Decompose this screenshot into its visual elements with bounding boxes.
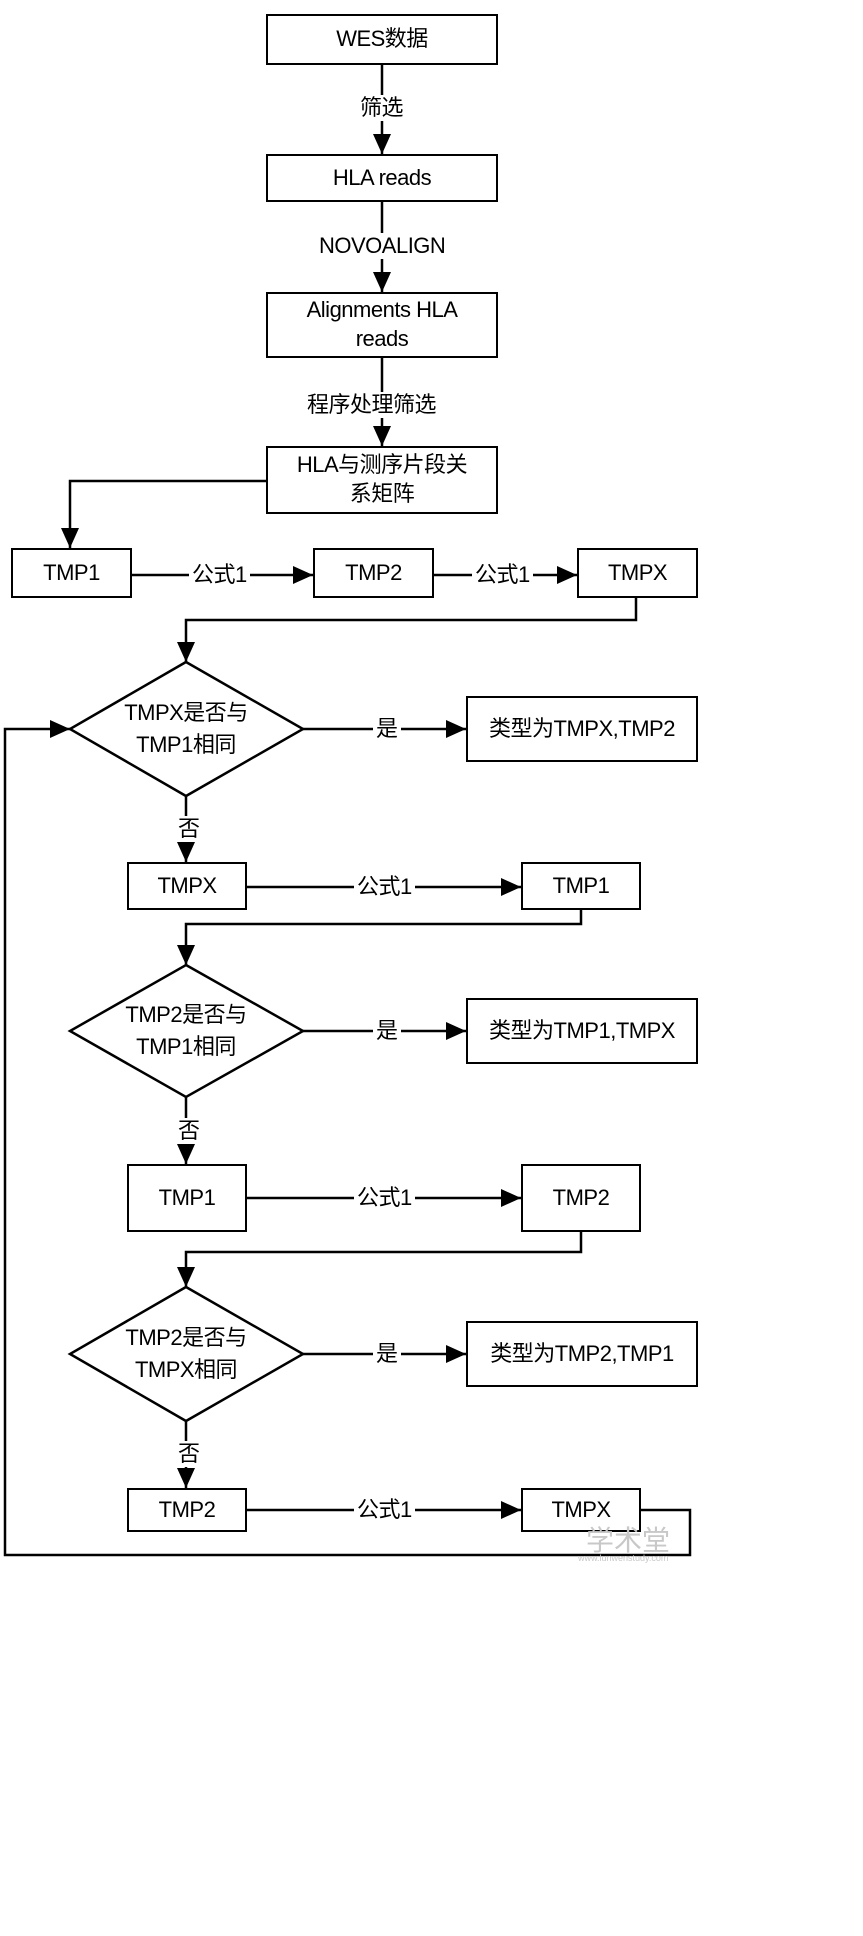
node-r1-tmp1: TMP1: [11, 548, 132, 598]
arrow-r2-tmp1-to-d2: [177, 910, 583, 965]
edge-label-yes-2: 是: [373, 1018, 401, 1044]
node-result-3: 类型为TMP2,TMP1: [466, 1321, 698, 1387]
node-result-2: 类型为TMP1,TMPX: [466, 998, 698, 1064]
arrow-loop-back-to-d1: [3, 720, 692, 1557]
edge-label-novoalign: NOVOALIGN: [316, 233, 449, 259]
node-r1-tmp2: TMP2: [313, 548, 434, 598]
node-result-1: 类型为TMPX,TMP2: [466, 696, 698, 762]
arrow-r1-tmpx-to-d1: [177, 598, 638, 662]
node-wes-data: WES数据: [266, 14, 498, 65]
node-r4-tmpx: TMPX: [521, 1488, 641, 1532]
edge-label-no-3: 否: [175, 1441, 203, 1467]
edge-label-formula-4: 公式1: [354, 1185, 415, 1211]
edge-label-formula-3: 公式1: [354, 874, 415, 900]
node-r2-tmpx: TMPX: [127, 862, 247, 910]
edge-label-yes-3: 是: [373, 1341, 401, 1367]
edge-label-formula-1: 公式1: [189, 562, 250, 588]
node-r3-tmp1: TMP1: [127, 1164, 247, 1232]
watermark-logo: 学术堂: [586, 1525, 671, 1556]
edge-label-formula-5: 公式1: [354, 1497, 415, 1523]
watermark-url: www.lunwenstudy.com: [578, 1553, 669, 1563]
node-r1-tmpx: TMPX: [577, 548, 698, 598]
node-r3-tmp2: TMP2: [521, 1164, 641, 1232]
connector-layer: [3, 65, 692, 1557]
edge-label-filter: 筛选: [357, 95, 407, 121]
edge-label-yes-1: 是: [373, 716, 401, 742]
node-r4-tmp2: TMP2: [127, 1488, 247, 1532]
edge-label-formula-2: 公式1: [472, 562, 533, 588]
arrow-matrix-to-tmp1: [61, 479, 266, 548]
node-r2-tmp1: TMP1: [521, 862, 641, 910]
edge-label-program-filter: 程序处理筛选: [304, 392, 440, 418]
node-hla-reads: HLA reads: [266, 154, 498, 202]
flowchart: 筛选 NOVOALIGN 程序处理筛选 公式1 公式1 是 否 公式1 是 否 …: [3, 14, 698, 1563]
edge-label-no-1: 否: [175, 816, 203, 842]
arrow-r3-tmp2-to-d3: [177, 1232, 583, 1287]
edge-label-no-2: 否: [175, 1118, 203, 1144]
node-hla-read-matrix: HLA与测序片段关系矩阵: [266, 446, 498, 514]
